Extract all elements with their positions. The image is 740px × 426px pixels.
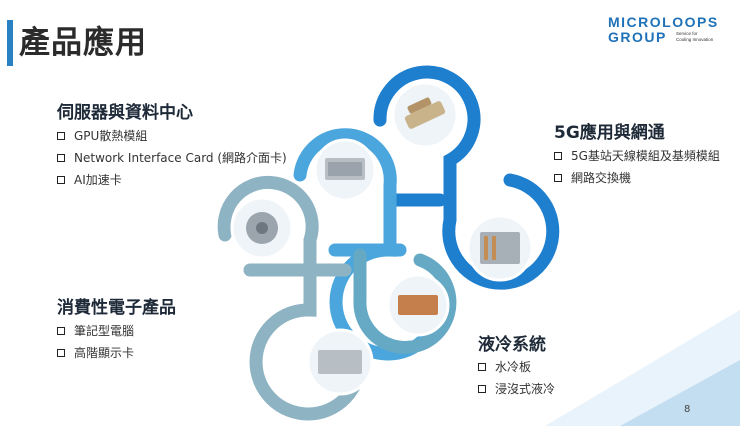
section-list-liquid-cooling: 水冷板 浸沒式液冷 [478,356,555,400]
title-accent-bar [7,20,13,66]
vapor-chamber-product-image [306,328,374,396]
checkbox-icon [57,349,65,357]
list-item: AI加速卡 [57,169,287,191]
checkbox-icon [554,152,562,160]
list-item: 浸沒式液冷 [478,378,555,400]
list-item: GPU散熱模組 [57,125,287,147]
section-heading-liquid-cooling: 液冷系統 [478,335,546,355]
checkbox-icon [57,327,65,335]
heat-sink-product-image [313,138,377,202]
list-item: 水冷板 [478,356,555,378]
logo-text-line1: MICROLOOPS [608,14,719,30]
heat-pipe-product-image [391,81,459,149]
checkbox-icon [478,385,486,393]
section-list-consumer: 筆記型電腦 高階顯示卡 [57,320,134,364]
list-item: 高階顯示卡 [57,342,134,364]
list-item: 筆記型電腦 [57,320,134,342]
loop-dark-blue [373,65,560,290]
checkbox-icon [57,176,65,184]
fin-stack-product-image [466,214,534,282]
section-heading-5g: 5G應用與網通 [554,123,665,143]
loop-teal [353,248,457,354]
checkbox-icon [478,363,486,371]
page-number: 8 [684,404,691,415]
list-item: 5G基站天線模組及基頻模組 [554,145,720,167]
list-item: 網路交換機 [554,167,720,189]
checkbox-icon [57,154,65,162]
logo-tagline-line1: Service for [676,31,698,36]
cold-plate-product-image [386,273,450,337]
checkbox-icon [554,174,562,182]
list-item: Network Interface Card (網路介面卡) [57,147,287,169]
section-heading-servers: 伺服器與資料中心 [57,103,193,123]
slide-title: 產品應用 [19,25,147,61]
section-list-servers: GPU散熱模組 Network Interface Card (網路介面卡) A… [57,125,287,191]
section-heading-consumer: 消費性電子產品 [57,298,176,318]
logo-tagline-line2: Cooling Innovation [676,37,714,42]
corner-decoration-inner [620,360,740,426]
company-logo: MICROLOOPS GROUP Service for Cooling Inn… [608,14,736,46]
checkbox-icon [57,132,65,140]
section-list-5g: 5G基站天線模組及基頻模組 網路交換機 [554,145,720,189]
logo-text-line2: GROUP [608,29,667,45]
fan-module-product-image [230,196,294,260]
loop-grey [217,175,367,421]
